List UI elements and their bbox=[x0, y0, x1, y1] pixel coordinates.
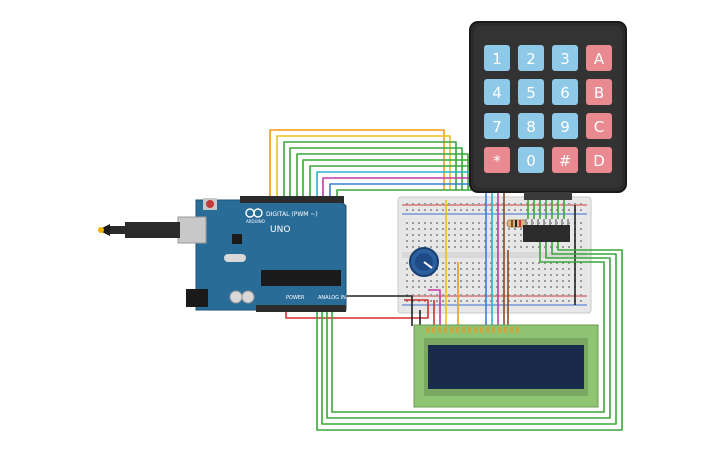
keypad-key-label: C bbox=[594, 118, 604, 136]
keypad-key-1[interactable]: 1 bbox=[484, 45, 510, 71]
keypad-key-label: D bbox=[593, 152, 605, 170]
arduino-brand-label: ARDUINO bbox=[246, 219, 265, 224]
keypad[interactable]: 1 2 3 A 4 5 6 B 7 8 9 C * 0 # D bbox=[469, 21, 627, 193]
keypad-key-label: 5 bbox=[526, 84, 536, 102]
keypad-key-label: 0 bbox=[526, 152, 536, 170]
lcd-pins bbox=[426, 327, 519, 333]
keypad-key-label: B bbox=[594, 84, 604, 102]
keypad-key-7[interactable]: 7 bbox=[484, 113, 510, 139]
digital-label: DIGITAL (PWM ~) bbox=[266, 211, 318, 218]
keypad-key-5[interactable]: 5 bbox=[518, 79, 544, 105]
keypad-key-9[interactable]: 9 bbox=[552, 113, 578, 139]
keypad-key-A[interactable]: A bbox=[586, 45, 612, 71]
keypad-key-4[interactable]: 4 bbox=[484, 79, 510, 105]
keypad-key-label: 3 bbox=[560, 50, 570, 68]
uno-label: UNO bbox=[270, 225, 290, 235]
keypad-key-#[interactable]: # bbox=[552, 147, 578, 173]
potentiometer[interactable] bbox=[409, 247, 439, 277]
keypad-key-label: 1 bbox=[492, 50, 502, 68]
resistor bbox=[506, 219, 528, 228]
keypad-key-0[interactable]: 0 bbox=[518, 147, 544, 173]
ic-chip bbox=[523, 219, 570, 242]
keypad-key-*[interactable]: * bbox=[484, 147, 510, 173]
keypad-key-label: # bbox=[559, 152, 572, 170]
keypad-key-label: 6 bbox=[560, 84, 570, 102]
keypad-key-8[interactable]: 8 bbox=[518, 113, 544, 139]
lcd-display[interactable] bbox=[413, 324, 599, 408]
keypad-key-label: A bbox=[594, 50, 605, 68]
arduino-board[interactable] bbox=[98, 196, 347, 312]
keypad-key-label: 9 bbox=[560, 118, 570, 136]
keypad-key-label: 4 bbox=[492, 84, 502, 102]
keypad-key-2[interactable]: 2 bbox=[518, 45, 544, 71]
keypad-key-D[interactable]: D bbox=[586, 147, 612, 173]
keypad-key-3[interactable]: 3 bbox=[552, 45, 578, 71]
keypad-header-pins bbox=[524, 192, 572, 200]
power-label: POWER bbox=[286, 295, 305, 301]
keypad-key-B[interactable]: B bbox=[586, 79, 612, 105]
analog-label: ANALOG IN bbox=[318, 295, 346, 301]
keypad-key-label: 7 bbox=[492, 118, 502, 136]
keypad-key-6[interactable]: 6 bbox=[552, 79, 578, 105]
keypad-key-label: 8 bbox=[526, 118, 536, 136]
keypad-key-label: * bbox=[493, 152, 501, 170]
keypad-key-label: 2 bbox=[526, 50, 536, 68]
keypad-key-C[interactable]: C bbox=[586, 113, 612, 139]
keypad-keys: 1 2 3 A 4 5 6 B 7 8 9 C * 0 # D bbox=[484, 45, 612, 173]
